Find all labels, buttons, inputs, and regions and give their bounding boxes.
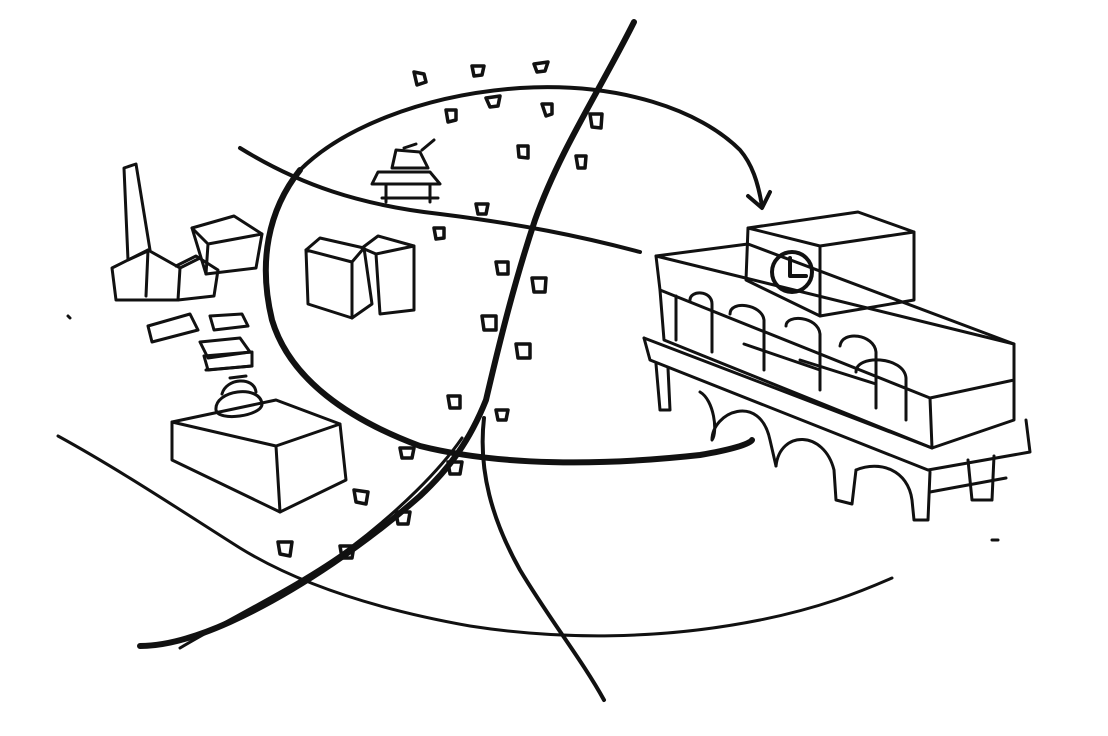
figure-mark xyxy=(278,542,292,556)
figure-mark xyxy=(482,316,496,330)
figure-mark xyxy=(516,344,530,358)
block-buildings xyxy=(306,236,414,318)
figure-mark xyxy=(486,96,500,107)
figure-mark xyxy=(534,62,548,72)
figure-mark xyxy=(414,72,426,85)
figure-mark xyxy=(476,204,488,214)
figure-mark xyxy=(542,104,552,116)
factory-sketch xyxy=(112,164,262,342)
figure-mark xyxy=(496,410,508,420)
figure-mark xyxy=(532,278,546,292)
domed-hall-sketch xyxy=(172,376,346,512)
figure-mark xyxy=(434,228,444,239)
figure-mark xyxy=(496,262,508,274)
crates-sketch xyxy=(200,338,252,370)
pavilion-sketch xyxy=(372,140,440,202)
figure-mark xyxy=(472,66,484,76)
train-station-sketch xyxy=(644,212,1030,520)
ellipse-band-line xyxy=(240,148,640,252)
dome-outline xyxy=(300,87,762,206)
figure-mark xyxy=(518,146,528,158)
figure-mark xyxy=(354,490,368,504)
figure-mark xyxy=(590,114,602,128)
figure-mark xyxy=(576,156,586,168)
figure-mark xyxy=(448,396,460,408)
figure-mark xyxy=(400,448,414,458)
stray-mark xyxy=(68,316,70,318)
figure-mark xyxy=(446,110,456,122)
